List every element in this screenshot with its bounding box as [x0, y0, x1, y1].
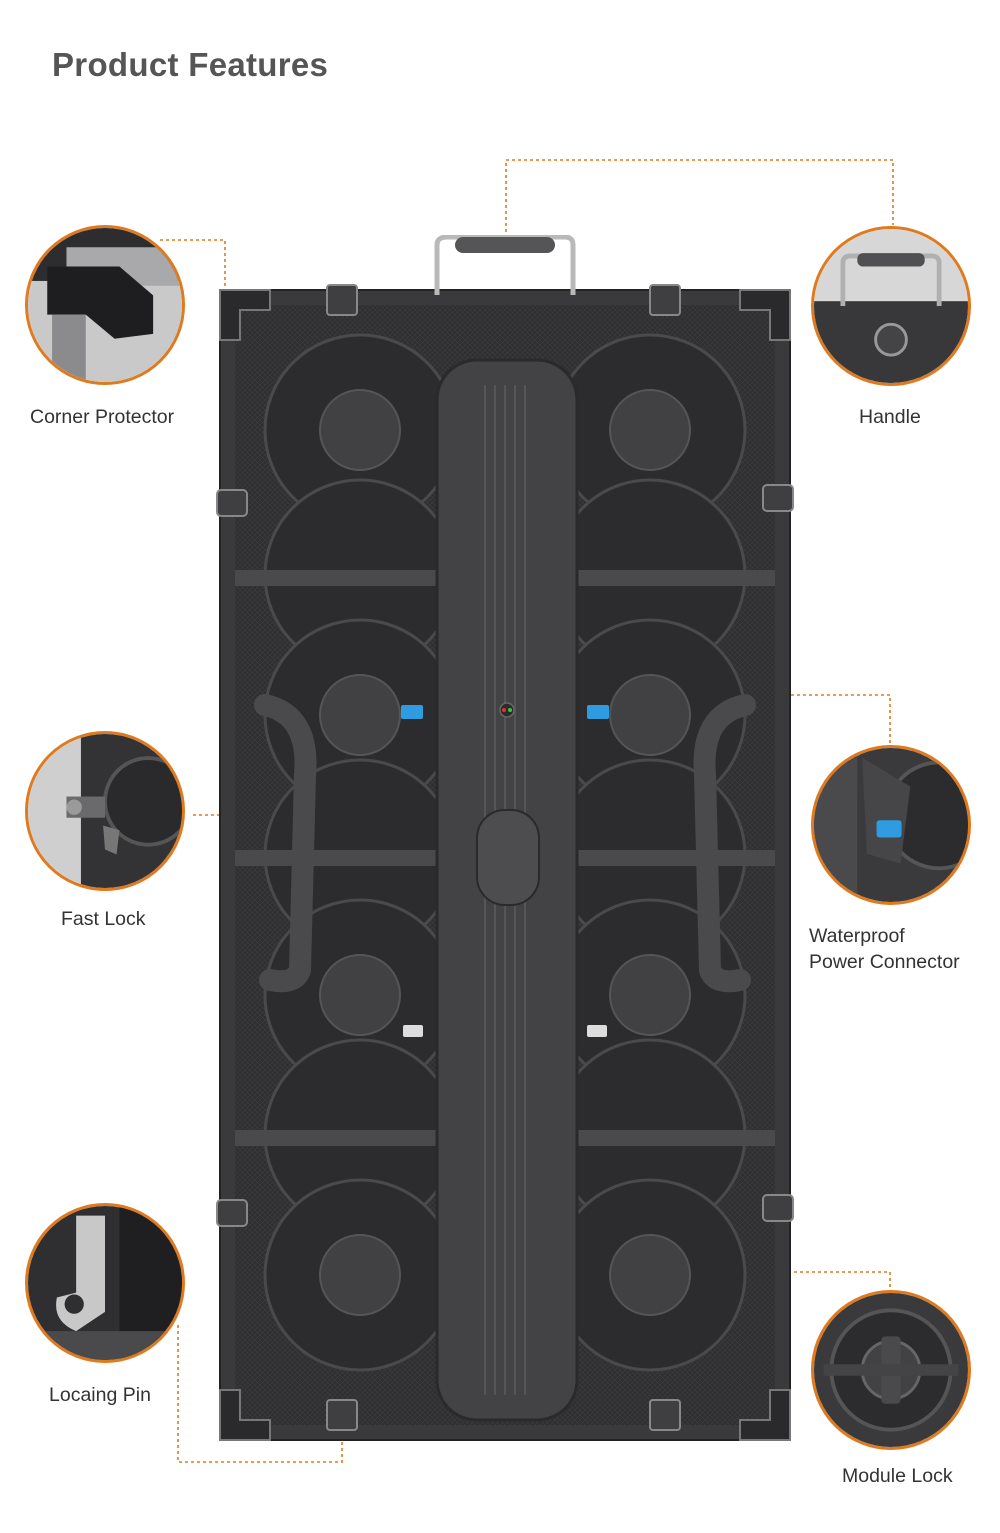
fast-lock-label: Fast Lock: [61, 908, 146, 930]
handle-label: Handle: [859, 406, 921, 428]
module-lock-callout: [811, 1290, 971, 1450]
page-title: Product Features: [52, 46, 329, 83]
locating-pin-icon: [28, 1206, 182, 1360]
module-lock-icon: [814, 1293, 968, 1447]
module-lock-label: Module Lock: [842, 1465, 953, 1487]
locating-pin-label: Locaing Pin: [49, 1384, 151, 1406]
led-cabinet-rear-view: [216, 235, 794, 1441]
waterproof-connector-callout: [811, 745, 971, 905]
corner-protector-label: Corner Protector: [30, 406, 175, 428]
fast-lock-callout: [25, 731, 185, 891]
locating-pin-callout: [25, 1203, 185, 1363]
waterproof-connector-icon: [814, 748, 968, 902]
fast-lock-icon: [28, 734, 182, 888]
waterproof-connector-label-line2: Power Connector: [809, 951, 960, 973]
handle-callout: [811, 226, 971, 386]
waterproof-connector-label-line1: Waterproof: [809, 925, 905, 947]
corner-protector-callout: [25, 225, 185, 385]
handle-icon: [814, 229, 968, 383]
corner-protector-icon: [28, 228, 182, 382]
